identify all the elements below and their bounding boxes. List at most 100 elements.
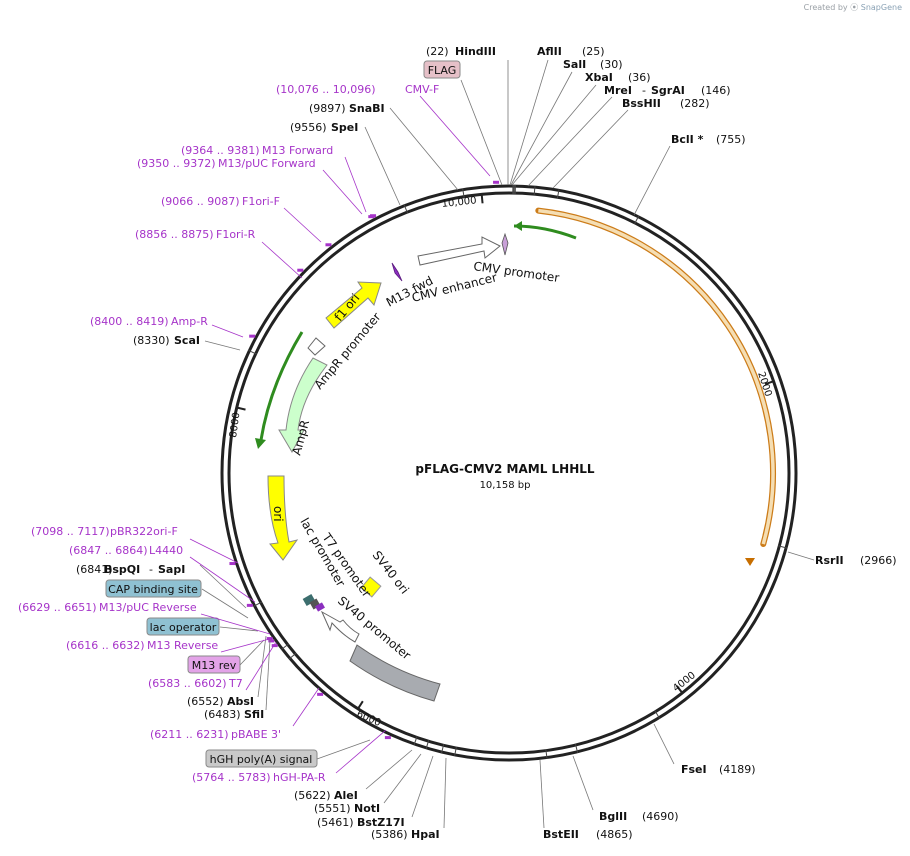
site-bsshii-name: BssHII (622, 97, 661, 110)
snapgene-logo-icon: ⦿ (850, 3, 858, 12)
leader-spei (365, 127, 400, 205)
site-snabi: (9897) SnaBI (309, 102, 385, 115)
leader-hpai (444, 758, 446, 828)
leader-bglii (573, 756, 593, 810)
primer-f1ori-f-name: F1ori-F (242, 195, 280, 208)
site-sali-pos: (30) (600, 58, 623, 71)
site-bglii: BglII (4690) (599, 810, 679, 823)
orf-arrowhead (745, 558, 755, 566)
site-noti: (5551) NotI (314, 802, 380, 815)
site-bstz17i: (5461) BstZ17I (317, 816, 405, 829)
boxed-feature-lac-label: lac operator (150, 621, 217, 634)
leader-snabi (390, 108, 458, 190)
primer-mark-6 (229, 562, 235, 565)
primer-leader-pbabe-3 (293, 688, 319, 726)
site-bspqi-dash: - (149, 563, 153, 576)
site-rsrii-name: RsrII (815, 554, 844, 567)
primer-f1ori-r-range: (8856 .. 8875) (135, 228, 214, 241)
primer-hgh-pa-r-name: hGH-PA-R (273, 771, 326, 784)
site-absi-name: AbsI (227, 695, 254, 708)
primer-m13-puc-reverse-range: (6629 .. 6651) (18, 601, 97, 614)
site-absi-pos: (6552) (187, 695, 224, 708)
leader-rsrii (788, 552, 814, 560)
boxed-feature-m13-rev: M13 rev (188, 656, 240, 673)
primer-pbabe-3: (6211 .. 6231) pBABE 3' (150, 728, 281, 741)
boxed-feature-m13rev-label: M13 rev (192, 659, 237, 672)
site-sali-name: SalI (563, 58, 586, 71)
site-bcli: BclI * (755) (671, 133, 746, 146)
site-absi: (6552) AbsI (187, 695, 254, 708)
tick-6000 (359, 701, 363, 708)
primer-pbabe-3-name: pBABE 3' (231, 728, 281, 741)
site-hindiii-pos: (22) (426, 45, 449, 58)
watermark-brand: SnapGene (861, 3, 902, 12)
primer-hgh-pa-r-range: (5764 .. 5783) (192, 771, 271, 784)
primer-cmv-f-range: (10,076 .. 10,096) (276, 83, 376, 96)
boxed-feature-cap-label: CAP binding site (108, 583, 198, 596)
tick-10000 (482, 195, 483, 203)
site-xbai: XbaI (36) (585, 71, 651, 84)
primer-mark-3 (325, 243, 331, 246)
primer-mark-4 (297, 269, 303, 272)
boxed-feature-hgh-polya: hGH poly(A) signal (206, 750, 317, 767)
primer-mark-11 (317, 693, 323, 696)
leader-hgh-box (317, 740, 370, 759)
site-sfii-pos: (6483) (204, 708, 241, 721)
site-bsshii-pos: (282) (680, 97, 710, 110)
primer-leader-f1ori-r (262, 242, 302, 278)
primer-mark-12 (385, 736, 391, 739)
leader-bsteii (540, 760, 544, 828)
primer-l4440: (6847 .. 6864) L4440 (69, 544, 183, 557)
primer-amp-r-range: (8400 .. 8419) (90, 315, 169, 328)
primer-m13-puc-reverse-name: M13/pUC Reverse (99, 601, 197, 614)
primer-m13-reverse: (6616 .. 6632) M13 Reverse (66, 639, 218, 652)
site-fsei-name: FseI (681, 763, 707, 776)
watermark-prefix: Created by (804, 3, 848, 12)
primer-l4440-range: (6847 .. 6864) (69, 544, 148, 557)
primer-cmv-f: (10,076 .. 10,096) CMV-F (276, 83, 439, 96)
site-hpai: (5386) HpaI (371, 828, 440, 841)
primer-amp-r-name: Amp-R (171, 315, 208, 328)
leader-mrei (528, 97, 612, 186)
boxed-feature-cap-binding-site: CAP binding site (106, 580, 201, 597)
primer-m13-forward: (9364 .. 9381) M13 Forward (181, 144, 333, 157)
site-spei: (9556) SpeI (290, 121, 358, 134)
site-scai-pos: (8330) (133, 334, 170, 347)
primer-m13-puc-forward-range: (9350 .. 9372) (137, 157, 216, 170)
site-bstz17i-name: BstZ17I (357, 816, 405, 829)
site-bsteii: BstEII (4865) (543, 828, 633, 841)
site-bglii-pos: (4690) (642, 810, 679, 823)
primer-f1ori-r-name: F1ori-R (216, 228, 256, 241)
tick-8000 (238, 408, 246, 410)
site-bcli-name: BclI * (671, 133, 704, 146)
primer-leader-cmv-f (420, 96, 490, 176)
primer-m13-reverse-range: (6616 .. 6632) (66, 639, 145, 652)
primer-mark-9 (268, 639, 274, 642)
tick-label-10000: 10,000 (441, 195, 477, 210)
site-aflii: AflII (25) (537, 45, 605, 58)
orf-arc-fill (538, 211, 773, 544)
primer-mark-7 (247, 604, 253, 607)
primer-m13-puc-reverse: (6629 .. 6651) M13/pUC Reverse (18, 601, 197, 614)
primer-mark-5 (249, 335, 255, 338)
primer-t7-range: (6583 .. 6602) (148, 677, 227, 690)
primer-m13-puc-forward-name: M13/pUC Forward (218, 157, 316, 170)
primer-f1ori-r: (8856 .. 8875) F1ori-R (135, 228, 256, 241)
site-bsteii-pos: (4865) (596, 828, 633, 841)
site-xbai-pos: (36) (628, 71, 651, 84)
primer-leader-f1ori-f (284, 208, 321, 242)
site-bspqi-name: BspQI (104, 563, 140, 576)
primer-pbr322ori-f: (7098 .. 7117) pBR322ori-F (31, 525, 178, 538)
green-arrow-left-head (255, 438, 266, 449)
leader-noti (384, 754, 421, 803)
site-noti-name: NotI (354, 802, 380, 815)
plasmid-name: pFLAG-CMV2 MAML LHHLL (415, 462, 594, 476)
site-snabi-pos: (9897) (309, 102, 346, 115)
primer-leader-amp-r (212, 325, 243, 337)
site-fsei: FseI (4189) (681, 763, 756, 776)
primer-cmv-f-name: CMV-F (405, 83, 439, 96)
ampr-promoter-arrow (308, 338, 325, 355)
site-mark-16 (281, 644, 288, 650)
site-bglii-name: BglII (599, 810, 627, 823)
site-spei-name: SpeI (331, 121, 358, 134)
